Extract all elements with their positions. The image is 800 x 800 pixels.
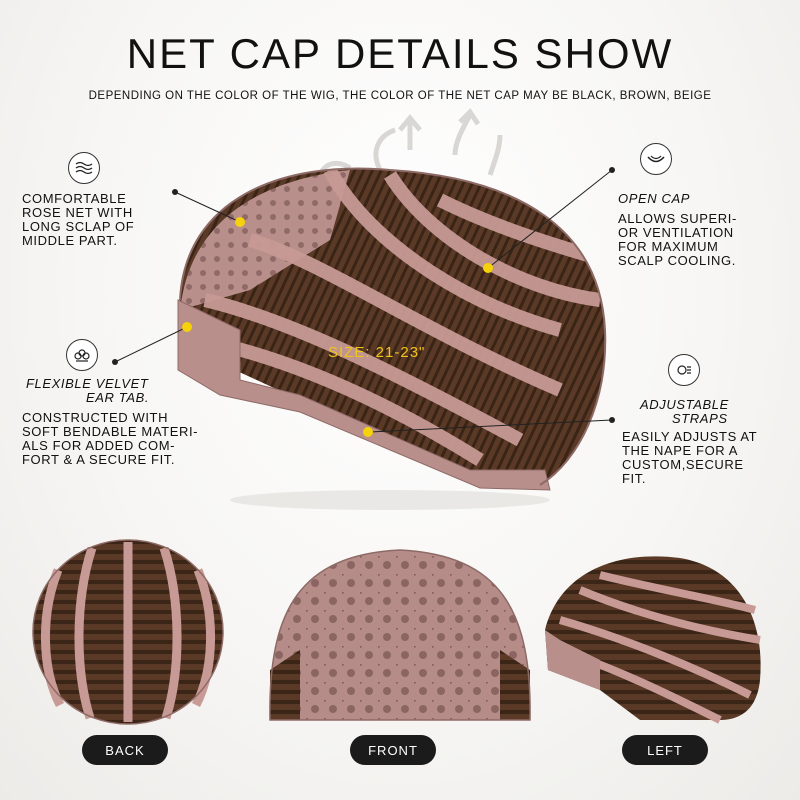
view-label-left: LEFT [622, 735, 708, 765]
open-cap-line-3: FOR MAXIMUM [618, 239, 719, 254]
ear-tab-line-2: SOFT BENDABLE MATERI- [22, 424, 199, 439]
airflow-arrows [317, 108, 503, 181]
ear-tab-heading-2: EAR TAB. [86, 390, 150, 405]
cap-views [32, 539, 761, 725]
back-view [32, 539, 224, 725]
straps-heading-2: STRAPS [672, 411, 728, 426]
open-cap-line-2: OR VENTILATION [618, 225, 734, 240]
ear-tab-heading-1: FLEXIBLE VELVET [26, 376, 149, 391]
ear-tab-line-3: ALS FOR ADDED COM- [22, 438, 176, 453]
size-label: SIZE: 21-23" [328, 344, 426, 361]
feature-rose-net: COMFORTABLE ROSE NET WITH LONG SCLAP OF … [22, 192, 134, 248]
page-subtitle: DEPENDING ON THE COLOR OF THE WIG, THE C… [88, 90, 712, 102]
feature-ear-tab: FLEXIBLE VELVET EAR TAB. CONSTRUCTED WIT… [22, 377, 198, 467]
marker-rose-net [235, 217, 245, 227]
straps-line-2: THE NAPE FOR A [622, 443, 739, 458]
marker-open-cap [483, 263, 493, 273]
rose-net-line-4: MIDDLE PART. [22, 233, 118, 248]
straps-heading-1: ADJUSTABLE [640, 397, 729, 412]
ear-tab-line-1: CONSTRUCTED WITH [22, 410, 169, 425]
front-view [269, 549, 531, 721]
left-view [545, 556, 761, 724]
straps-line-1: EASILY ADJUSTS AT [622, 429, 758, 444]
feature-open-cap: OPEN CAP ALLOWS SUPERI- OR VENTILATION F… [618, 192, 737, 268]
open-cap-icon [640, 143, 672, 175]
straps-line-4: FIT. [622, 471, 647, 486]
straps-line-3: CUSTOM,SECURE [622, 457, 744, 472]
view-label-back: BACK [82, 735, 168, 765]
rose-net-line-1: COMFORTABLE [22, 191, 127, 206]
view-label-front: FRONT [350, 735, 436, 765]
marker-straps [363, 427, 373, 437]
cotton-flower-icon [66, 339, 98, 371]
rose-net-line-3: LONG SCLAP OF [22, 219, 135, 234]
open-cap-line-1: ALLOWS SUPERI- [618, 211, 737, 226]
wavy-lines-icon [68, 152, 100, 184]
page-title: NET CAP DETAILS SHOW [126, 30, 674, 77]
open-cap-heading: OPEN CAP [618, 191, 690, 206]
callout-markers [182, 217, 493, 437]
open-cap-line-4: SCALP COOLING. [618, 253, 736, 268]
ear-tab-line-4: FORT & A SECURE FIT. [22, 452, 176, 467]
adjustable-strap-icon [668, 354, 700, 386]
rose-net-line-2: ROSE NET WITH [22, 205, 133, 220]
marker-ear-tab [182, 322, 192, 332]
feature-straps: ADJUSTABLE STRAPS EASILY ADJUSTS AT THE … [622, 398, 757, 486]
